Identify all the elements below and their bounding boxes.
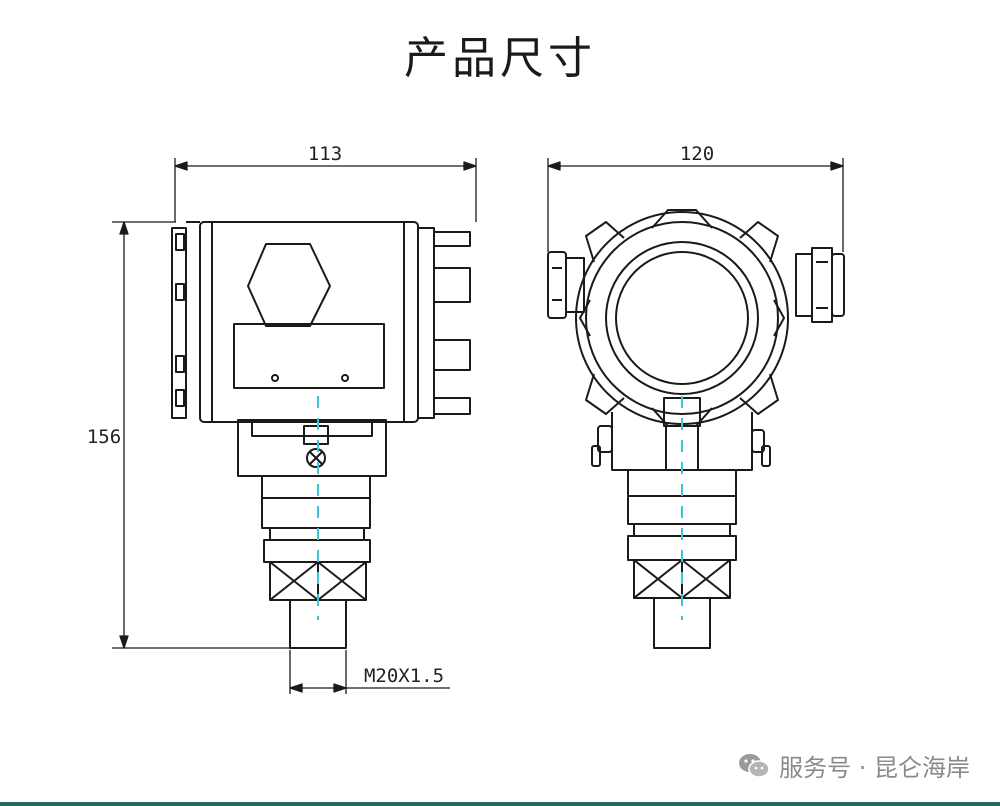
side-view: 113 156 xyxy=(87,143,477,694)
watermark: 服务号 · 昆仑海岸 xyxy=(737,748,970,783)
dimension-156-label: 156 xyxy=(87,426,121,448)
front-view: 120 xyxy=(547,143,845,649)
dimension-thread-label: M20X1.5 xyxy=(364,665,444,687)
dimension-113 xyxy=(174,158,477,222)
watermark-text: 服务号 · 昆仑海岸 xyxy=(779,754,970,782)
dimension-thread xyxy=(289,650,450,694)
dimension-156 xyxy=(112,221,290,649)
bottom-bar xyxy=(0,802,1000,806)
dimension-120 xyxy=(547,158,844,252)
page-title: 产品尺寸 xyxy=(404,33,596,84)
dimension-113-label: 113 xyxy=(308,143,342,165)
wechat-icon xyxy=(739,753,770,778)
dimension-120-label: 120 xyxy=(680,143,714,165)
